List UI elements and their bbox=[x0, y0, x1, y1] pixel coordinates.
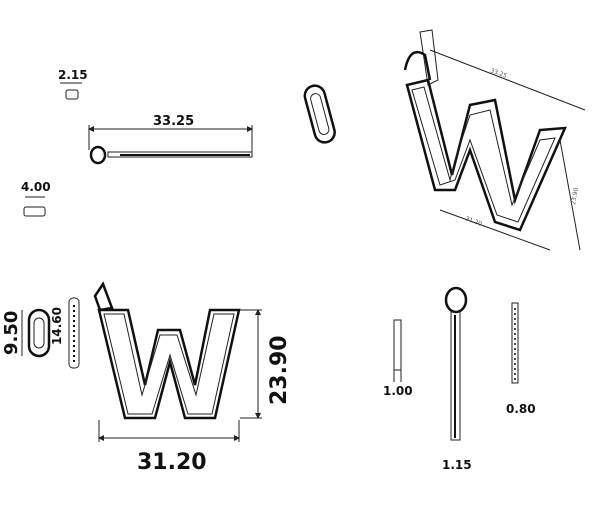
bail-height-label: 14.60 bbox=[50, 307, 64, 345]
pendant-side-view: 33.25 bbox=[88, 114, 253, 165]
thickness-view: 4.00 bbox=[21, 180, 51, 217]
side-view-b: 1.15 bbox=[442, 286, 472, 472]
front-letter-w: 23.90 31.20 bbox=[93, 281, 292, 475]
ring-height-label: 9.50 bbox=[1, 311, 22, 355]
letter-width-label: 31.20 bbox=[137, 450, 207, 475]
side-view-a: 1.00 bbox=[383, 319, 413, 398]
front-ring: 9.50 bbox=[1, 308, 51, 358]
front-bail: 14.60 bbox=[50, 297, 80, 369]
thickness-label: 4.00 bbox=[21, 180, 51, 194]
pendant-length-label: 33.25 bbox=[153, 114, 194, 129]
isometric-ring bbox=[303, 84, 336, 144]
side-b-label: 1.15 bbox=[442, 458, 472, 472]
iso-height-label: 23.90 bbox=[570, 187, 580, 205]
iso-length-label: 33.25 bbox=[489, 67, 508, 80]
side-view-c: 0.80 bbox=[506, 302, 536, 416]
side-c-label: 0.80 bbox=[506, 402, 536, 416]
iso-width-label: 31.20 bbox=[464, 215, 483, 228]
bail-width-label: 2.15 bbox=[58, 68, 88, 82]
bail-top-view: 2.15 bbox=[58, 68, 88, 100]
letter-height-label: 23.90 bbox=[267, 335, 292, 405]
side-a-label: 1.00 bbox=[383, 384, 413, 398]
isometric-pendant: 33.25 23.90 31.20 bbox=[403, 29, 586, 251]
